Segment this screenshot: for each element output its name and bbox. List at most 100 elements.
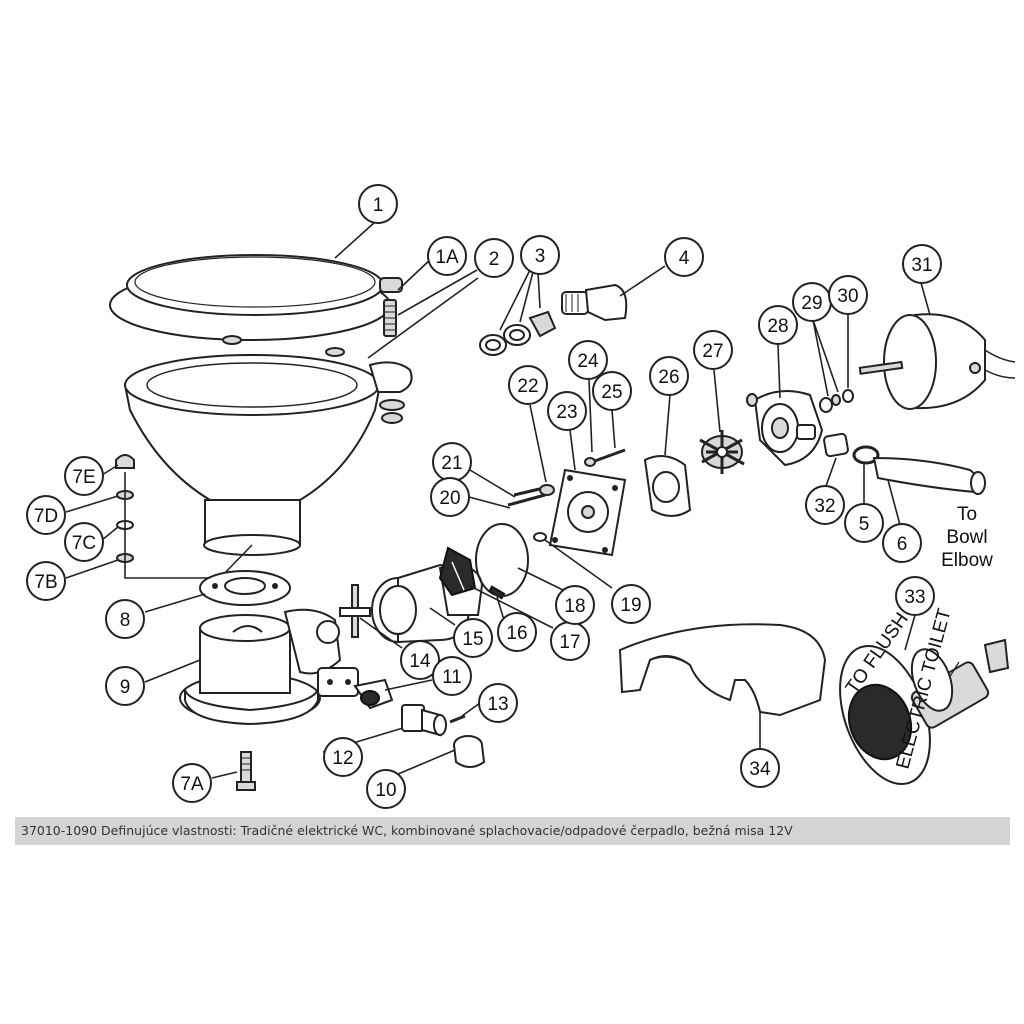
svg-text:6: 6 bbox=[897, 534, 908, 555]
bowl-bolt-hardware bbox=[115, 454, 253, 579]
callout-34: 34 bbox=[740, 748, 780, 788]
callout-5: 5 bbox=[844, 503, 884, 543]
callout-7c: 7C bbox=[64, 522, 104, 562]
svg-text:27: 27 bbox=[702, 341, 723, 362]
svg-text:7C: 7C bbox=[72, 533, 96, 554]
pump-body bbox=[746, 390, 824, 467]
callout-2: 2 bbox=[474, 238, 514, 278]
svg-text:12: 12 bbox=[332, 748, 353, 769]
pump-motor bbox=[858, 313, 1016, 410]
svg-text:1A: 1A bbox=[435, 247, 459, 268]
svg-text:28: 28 bbox=[767, 316, 788, 337]
svg-text:2: 2 bbox=[489, 249, 500, 270]
callout-bubbles: 1 1A 2 3 4 31 28 29 bbox=[26, 184, 942, 809]
elbow-screw bbox=[449, 714, 466, 724]
callout-4: 4 bbox=[664, 237, 704, 277]
callout-3: 3 bbox=[520, 235, 560, 275]
svg-text:13: 13 bbox=[487, 694, 508, 715]
bowl-text: Bowl bbox=[946, 527, 987, 548]
svg-text:7B: 7B bbox=[34, 572, 57, 593]
callout-7b: 7B bbox=[26, 561, 66, 601]
seat-hinge bbox=[379, 277, 403, 337]
screws-20-21 bbox=[507, 484, 555, 507]
callout-29: 29 bbox=[792, 282, 832, 322]
fittings-3 bbox=[479, 310, 557, 356]
flush-hose bbox=[872, 456, 986, 495]
caption-bar: 37010-1090 Definujúce vlastnosti: Tradič… bbox=[15, 817, 1010, 845]
o-ring bbox=[475, 523, 529, 597]
shaft-seal-washers bbox=[819, 389, 854, 413]
svg-text:33: 33 bbox=[904, 587, 925, 608]
svg-text:10: 10 bbox=[375, 780, 396, 801]
callout-20: 20 bbox=[430, 477, 470, 517]
callout-1a: 1A bbox=[427, 236, 467, 276]
hose-cap bbox=[453, 735, 486, 768]
svg-text:23: 23 bbox=[556, 402, 577, 423]
elbow-text: Elbow bbox=[941, 550, 993, 571]
svg-text:7A: 7A bbox=[180, 774, 204, 795]
callout-7d: 7D bbox=[26, 495, 66, 535]
callout-17: 17 bbox=[550, 621, 590, 661]
svg-text:9: 9 bbox=[120, 677, 131, 698]
callout-23: 23 bbox=[547, 391, 587, 431]
svg-text:26: 26 bbox=[658, 367, 679, 388]
mounting-bolt bbox=[236, 751, 256, 791]
pump-cover-shroud bbox=[618, 623, 827, 717]
hose-clamp bbox=[852, 445, 880, 465]
callout-8: 8 bbox=[105, 599, 145, 639]
callout-22: 22 bbox=[508, 365, 548, 405]
callout-18: 18 bbox=[555, 585, 595, 625]
flange-gasket bbox=[199, 570, 291, 606]
svg-text:8: 8 bbox=[120, 610, 131, 631]
callout-15: 15 bbox=[453, 618, 493, 658]
macerator-blade bbox=[339, 584, 371, 638]
impeller bbox=[699, 430, 745, 474]
svg-text:22: 22 bbox=[517, 376, 538, 397]
callout-1: 1 bbox=[358, 184, 398, 224]
svg-text:30: 30 bbox=[837, 286, 858, 307]
svg-text:32: 32 bbox=[814, 496, 835, 517]
callout-9: 9 bbox=[105, 666, 145, 706]
svg-text:17: 17 bbox=[559, 632, 580, 653]
svg-text:3: 3 bbox=[535, 246, 546, 267]
svg-text:15: 15 bbox=[462, 629, 483, 650]
caption-text: 37010-1090 Definujúce vlastnosti: Tradič… bbox=[21, 823, 793, 838]
callout-25: 25 bbox=[592, 371, 632, 411]
inlet-elbow bbox=[561, 283, 628, 322]
svg-text:7E: 7E bbox=[72, 467, 95, 488]
callout-12: 12 bbox=[323, 737, 363, 777]
svg-text:18: 18 bbox=[564, 596, 585, 617]
pump-gasket bbox=[643, 455, 692, 517]
callout-14: 14 bbox=[400, 640, 440, 680]
svg-text:14: 14 bbox=[409, 651, 431, 672]
callout-27: 27 bbox=[693, 330, 733, 370]
destination-label: To Bowl Elbow bbox=[941, 504, 993, 571]
callout-31: 31 bbox=[902, 244, 942, 284]
callout-19: 19 bbox=[611, 584, 651, 624]
callout-30: 30 bbox=[828, 275, 868, 315]
svg-text:7D: 7D bbox=[34, 506, 58, 527]
chopper-plate bbox=[438, 546, 477, 597]
callout-13: 13 bbox=[478, 683, 518, 723]
to-text: To bbox=[957, 504, 977, 525]
svg-text:5: 5 bbox=[859, 514, 870, 535]
svg-text:31: 31 bbox=[911, 255, 932, 276]
callout-11: 11 bbox=[432, 656, 472, 696]
cover-screws bbox=[584, 448, 626, 467]
svg-text:4: 4 bbox=[679, 248, 690, 269]
discharge-elbow bbox=[401, 704, 447, 737]
svg-text:11: 11 bbox=[442, 667, 462, 688]
svg-text:25: 25 bbox=[601, 382, 622, 403]
hose-adapter bbox=[823, 432, 849, 458]
callout-7a: 7A bbox=[172, 763, 212, 803]
cover-plate bbox=[548, 468, 627, 557]
callout-26: 26 bbox=[649, 356, 689, 396]
callout-6: 6 bbox=[882, 523, 922, 563]
pump-base bbox=[179, 608, 359, 726]
svg-text:34: 34 bbox=[749, 759, 771, 780]
toilet-seat-lid bbox=[109, 254, 391, 341]
svg-text:29: 29 bbox=[801, 293, 822, 314]
callout-32: 32 bbox=[805, 485, 845, 525]
